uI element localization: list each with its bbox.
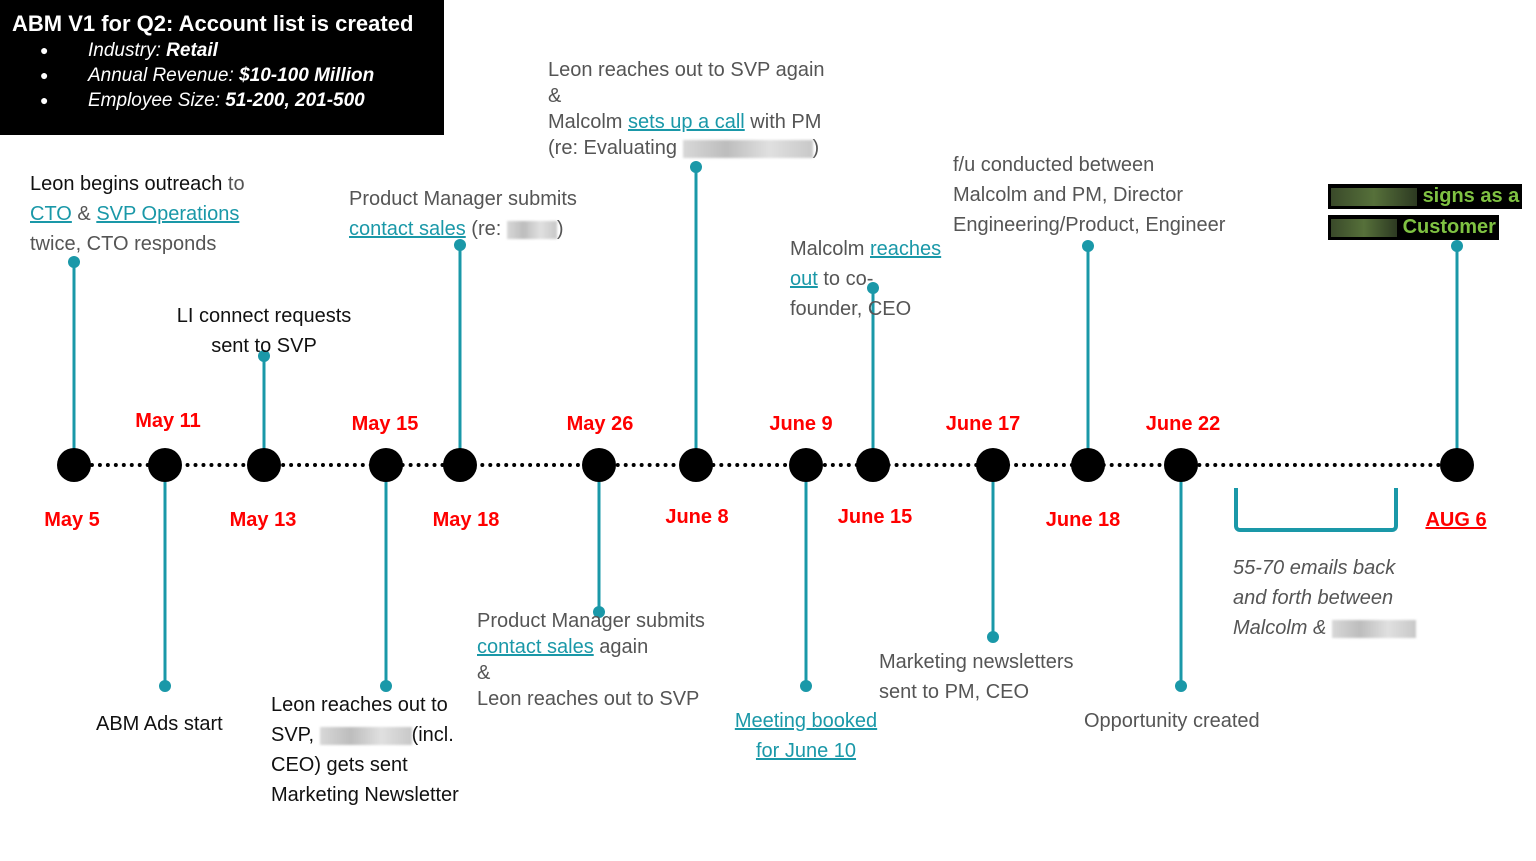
contact-sales-link[interactable]: contact sales	[349, 218, 466, 240]
redacted-text	[1331, 619, 1416, 638]
date-june15: June 15	[837, 506, 913, 528]
date-aug6: AUG 6	[1425, 509, 1487, 531]
node-june15	[856, 448, 890, 482]
date-june9: June 9	[769, 413, 833, 435]
node-june9	[789, 448, 823, 482]
tip-june18	[1082, 240, 1094, 252]
node-may11	[148, 448, 182, 482]
stem-june22	[1179, 468, 1183, 686]
stem-june17	[991, 468, 995, 637]
stem-june8	[694, 167, 698, 462]
note-aug6-customer: signs as a Customer	[1328, 184, 1523, 246]
account-criteria-box: ABM V1 for Q2: Account list is created I…	[0, 0, 444, 135]
note-may5: Leon begins outreach to CTO & SVP Operat…	[30, 173, 245, 255]
node-may13	[247, 448, 281, 482]
note-may15: Leon reaches out to SVP, (incl. CEO) get…	[271, 694, 459, 806]
criteria-employees: Employee Size: 51-200, 201-500	[12, 88, 432, 113]
note-may13: LI connect requests sent to SVP	[176, 305, 352, 357]
note-emails: 55-70 emails back and forth between Malc…	[1233, 553, 1416, 643]
header-title: ABM V1 for Q2: Account list is created	[12, 11, 414, 36]
tip-may11	[159, 680, 171, 692]
node-june17	[976, 448, 1010, 482]
redacted-company	[1331, 218, 1397, 237]
svp-operations-link[interactable]: SVP Operations	[96, 203, 240, 225]
cto-link[interactable]: CTO	[30, 203, 72, 225]
date-may11: May 11	[135, 410, 201, 432]
reaches-out-link[interactable]: reaches	[870, 238, 942, 260]
tip-june15	[867, 282, 879, 294]
tip-may13	[258, 350, 270, 362]
note-june17: Marketing newsletters sent to PM, CEO	[879, 651, 1074, 703]
note-june18: f/u conducted between Malcolm and PM, Di…	[953, 154, 1226, 236]
node-june22	[1164, 448, 1198, 482]
sets-up-call-link[interactable]: sets up a call	[628, 111, 745, 133]
date-may15: May 15	[351, 413, 419, 435]
note-june9: Meeting booked for June 10	[724, 706, 888, 766]
tip-aug6	[1451, 240, 1463, 252]
criteria-revenue: Annual Revenue: $10-100 Million	[12, 63, 432, 88]
date-may18: May 18	[432, 509, 500, 531]
note-may11: ABM Ads start	[96, 713, 223, 735]
date-may26: May 26	[566, 413, 634, 435]
date-june17: June 17	[945, 413, 1021, 435]
note-june8: Leon reaches out to SVP again & Malcolm …	[548, 59, 825, 159]
criteria-industry: Industry: Retail	[12, 38, 432, 63]
stem-may13	[262, 356, 266, 462]
stem-june18	[1086, 246, 1090, 462]
email-span-bracket	[1234, 488, 1398, 532]
tip-may5	[68, 256, 80, 268]
date-june18: June 18	[1045, 509, 1121, 531]
node-june8	[679, 448, 713, 482]
meeting-booked-link[interactable]: Meeting booked	[734, 710, 878, 732]
date-may13: May 13	[229, 509, 297, 531]
note-june15: Malcolm reaches out to co- founder, CEO	[790, 238, 942, 320]
note-may18: Product Manager submits contact sales (r…	[349, 188, 577, 240]
tip-june9	[800, 680, 812, 692]
stem-may11	[163, 468, 167, 686]
date-june22: June 22	[1145, 413, 1221, 435]
date-june8: June 8	[665, 506, 729, 528]
meeting-booked-link-cont[interactable]: for June 10	[755, 740, 857, 762]
tip-may15	[380, 680, 392, 692]
note-may26: Product Manager submits contact sales ag…	[477, 610, 705, 710]
redacted-text	[319, 726, 412, 745]
redacted-text	[682, 139, 813, 158]
stem-may18	[458, 245, 462, 462]
node-aug6	[1440, 448, 1474, 482]
stem-june9	[804, 468, 808, 686]
stem-aug6	[1455, 246, 1459, 462]
tip-june8	[690, 161, 702, 173]
stem-may26	[597, 468, 601, 612]
criteria-list: Industry: Retail Annual Revenue: $10-100…	[12, 38, 432, 113]
redacted-company	[1331, 187, 1417, 206]
tip-june22	[1175, 680, 1187, 692]
stem-june15	[871, 288, 875, 462]
node-may26	[582, 448, 616, 482]
stem-may15	[384, 468, 388, 686]
reaches-out-link-cont[interactable]: out	[790, 268, 818, 290]
note-june22: Opportunity created	[1084, 710, 1260, 732]
contact-sales-again-link[interactable]: contact sales	[477, 636, 594, 658]
stem-may5	[72, 262, 76, 462]
node-june18	[1071, 448, 1105, 482]
tip-may26	[593, 606, 605, 618]
node-may5	[57, 448, 91, 482]
node-may18	[443, 448, 477, 482]
timeline-axis	[74, 463, 1458, 467]
redacted-text	[506, 220, 557, 239]
tip-june17	[987, 631, 999, 643]
tip-may18	[454, 239, 466, 251]
node-may15	[369, 448, 403, 482]
date-may5: May 5	[44, 509, 100, 531]
